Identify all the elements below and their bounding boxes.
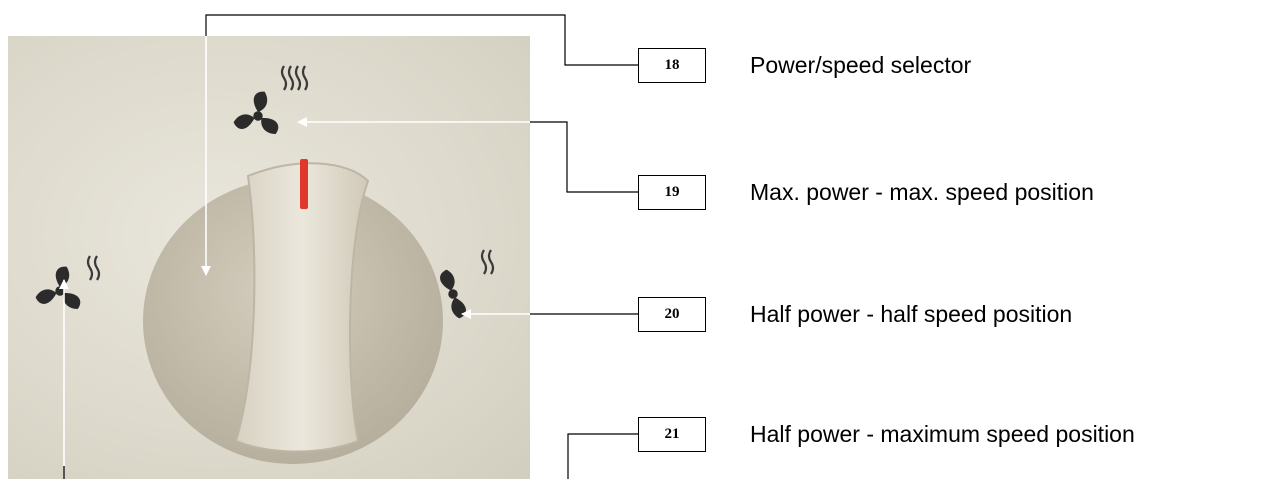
knob-indicator-mark xyxy=(300,159,308,209)
leader-line-19 xyxy=(530,121,638,193)
callout-description-20: Half power - half speed position xyxy=(750,301,1073,327)
callout-number-19: 19 xyxy=(638,175,706,210)
callout-description-18: Power/speed selector xyxy=(750,52,972,78)
callout-number-21: 21 xyxy=(638,417,706,452)
callout-number-20: 20 xyxy=(638,297,706,332)
callout-description-19: Max. power - max. speed position xyxy=(750,179,1094,205)
callout-description-21: Half power - maximum speed position xyxy=(750,421,1135,447)
fan-heat-half-icon xyxy=(34,255,101,312)
fan-heat-max-icon xyxy=(232,65,309,137)
fan-half-icon xyxy=(437,249,495,320)
callout-number-18: 18 xyxy=(638,48,706,83)
selector-knob xyxy=(143,162,443,464)
control-panel-photo xyxy=(8,36,530,479)
leader-line-21 xyxy=(567,433,638,479)
